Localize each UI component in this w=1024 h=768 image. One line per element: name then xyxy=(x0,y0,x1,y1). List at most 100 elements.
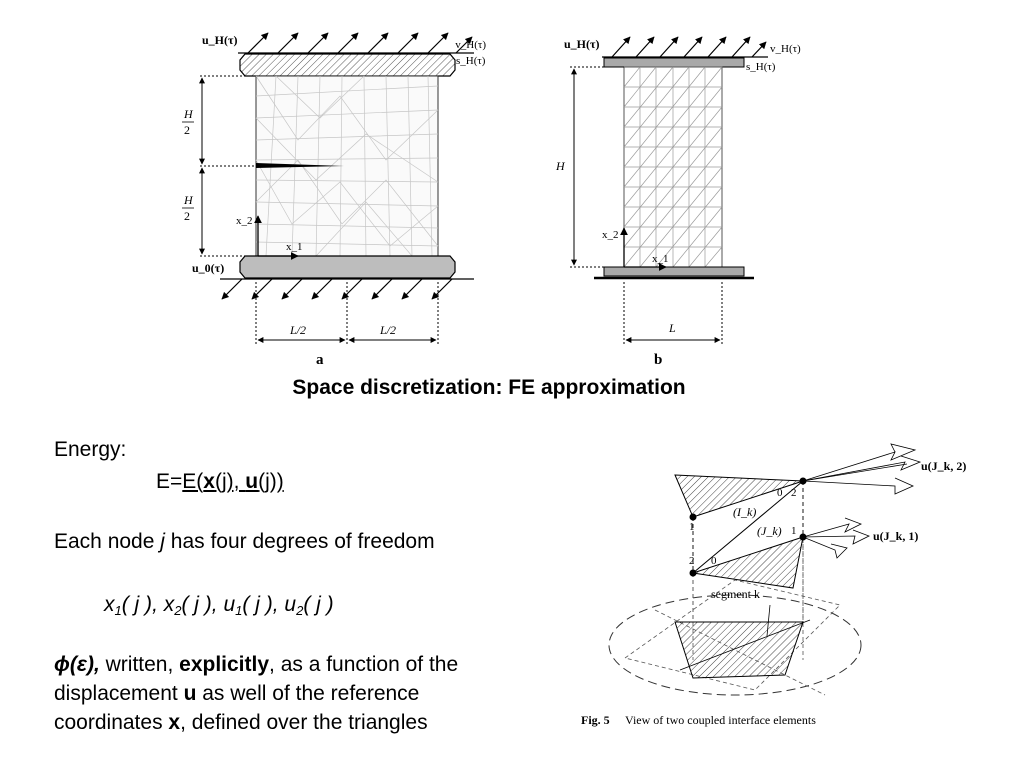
label-Jk: (J_k) xyxy=(757,524,782,538)
coord-u1: u xyxy=(223,593,236,616)
coord-x1: x xyxy=(104,593,115,616)
energy-eq-prefix: E= xyxy=(156,470,183,493)
bottom-plate-b xyxy=(603,266,745,277)
coord-x2-sub: 2 xyxy=(174,603,182,618)
label-uJk1: u(J_k, 1) xyxy=(873,529,918,543)
phi-explicitly: explicitly xyxy=(179,653,270,676)
element-Ik xyxy=(674,474,804,518)
phi-line-1: ϕ(ε), written, explicitly, as a function… xyxy=(54,650,458,679)
displacement-arrows-bottom xyxy=(802,517,870,559)
caption-fig: Fig. 5 xyxy=(581,713,610,727)
length-dimensions xyxy=(255,282,439,346)
phi-written: written, xyxy=(99,653,180,676)
line2-u: u xyxy=(183,682,197,705)
label-half-height-num-2: H xyxy=(183,193,194,207)
coord-sep-2: , xyxy=(211,593,224,616)
coord-x2: x xyxy=(163,593,175,616)
label-x1-a: x_1 xyxy=(286,241,303,253)
phi-rest: , as a function of the xyxy=(269,653,459,676)
label-uH-b: u_H(τ) xyxy=(564,37,600,51)
energy-eq-x: x xyxy=(203,470,215,493)
line3-prefix: coordinates xyxy=(54,711,169,734)
element-Jk xyxy=(692,536,804,589)
energy-equation: E=E(x(j), u(j)) xyxy=(156,467,284,496)
coord-u2: u xyxy=(284,593,297,616)
line2-prefix: displacement xyxy=(54,682,184,705)
bottom-load-arrows xyxy=(220,278,474,300)
label-segment: segment k xyxy=(711,587,760,601)
coord-u1-sub: 1 xyxy=(235,603,243,618)
caption-text: View of two coupled interface elements xyxy=(625,713,816,727)
label-sH-a: s_H(τ) xyxy=(456,55,486,67)
node-label-1a: 1 xyxy=(689,521,695,533)
phi-symbol: ϕ(ε), xyxy=(54,653,100,676)
displacement-arrows-top xyxy=(802,443,922,495)
label-uJk2: u(J_k, 2) xyxy=(921,459,966,473)
node-label-2a: 2 xyxy=(791,487,797,499)
label-Ik: (I_k) xyxy=(733,505,756,519)
figure-b: u_H(τ) v_H(τ) s_H(τ) H x_2 x_1 L b xyxy=(555,36,801,368)
line3-x: x xyxy=(168,711,181,734)
axes-b xyxy=(620,227,667,271)
top-plate-b xyxy=(603,57,745,68)
phi-paragraph: ϕ(ε), written, explicitly, as a function… xyxy=(54,650,458,737)
top-plate xyxy=(239,53,456,77)
axes-a xyxy=(254,215,299,260)
energy-eq-body: E(x(j), u(j)) xyxy=(182,470,284,493)
node-label-0a: 0 xyxy=(777,487,783,499)
label-x2-b: x_2 xyxy=(602,229,619,241)
line3-suffix: , defined over the triangles xyxy=(180,711,428,734)
label-sH-b: s_H(τ) xyxy=(746,61,776,73)
coord-u2-arg: ( j ) xyxy=(303,593,334,616)
coord-sep-3: , xyxy=(272,593,285,616)
coord-x1-sub: 1 xyxy=(114,603,122,618)
coord-x1-arg: ( j ) xyxy=(121,593,153,616)
figure-interface-elements: u(J_k, 2) u(J_k, 1) (I_k) (J_k) segment … xyxy=(581,443,966,727)
crack xyxy=(256,163,344,168)
caption-b: b xyxy=(654,352,662,368)
top-load-arrows-b xyxy=(602,36,768,58)
figure-a: u_H(τ) v_H(τ) s_H(τ) u_0(τ) H 2 H 2 x_2 … xyxy=(182,32,486,368)
dof-j: j xyxy=(160,530,165,553)
node-label-0b: 0 xyxy=(711,555,717,567)
slide-title: Space discretization: FE approximation xyxy=(292,376,686,399)
coord-u2-sub: 2 xyxy=(296,603,304,618)
label-vH-a: v_H(τ) xyxy=(455,39,486,51)
dashed-ellipse xyxy=(608,594,862,696)
energy-eq-mid: (j), xyxy=(214,470,246,493)
label-half-length-2: L/2 xyxy=(379,323,396,337)
energy-label: Energy: xyxy=(54,438,127,461)
label-x2-a: x_2 xyxy=(236,215,253,227)
node-label-1b: 1 xyxy=(791,525,797,537)
structured-mesh-lines xyxy=(623,66,723,268)
height-dimensions xyxy=(199,75,256,257)
label-x1-b: x_1 xyxy=(652,253,669,265)
label-half-height-den-1: 2 xyxy=(184,123,190,137)
coord-sep-1: , xyxy=(152,593,164,616)
dof-suffix: has four degrees of freedom xyxy=(164,530,435,553)
bottom-plate xyxy=(239,255,456,279)
label-half-length-1: L/2 xyxy=(289,323,306,337)
phi-line-2: displacement u as well of the reference xyxy=(54,679,458,708)
label-uH-a: u_H(τ) xyxy=(202,33,238,47)
label-length-b: L xyxy=(668,321,676,335)
label-half-height-den-2: 2 xyxy=(184,209,190,223)
label-height-b: H xyxy=(555,159,566,173)
caption-a: a xyxy=(316,352,324,368)
energy-eq-end: (j)) xyxy=(258,470,284,493)
label-half-height-num-1: H xyxy=(183,107,194,121)
label-vH-b: v_H(τ) xyxy=(770,43,801,55)
line2-suffix: as well of the reference xyxy=(196,682,420,705)
projected-element xyxy=(674,621,804,679)
energy-eq-e: E( xyxy=(182,470,204,493)
coordinates-list: x1( j ), x2( j ), u1( j ), u2( j ) xyxy=(104,590,334,619)
label-u0-a: u_0(τ) xyxy=(192,261,224,275)
dof-prefix: Each node xyxy=(54,530,161,553)
dof-sentence: Each node j has four degrees of freedom xyxy=(54,527,435,556)
node-label-2b: 2 xyxy=(689,555,695,567)
energy-eq-u: u xyxy=(245,470,259,493)
phi-line-3: coordinates x, defined over the triangle… xyxy=(54,708,458,737)
coord-u1-arg: ( j ) xyxy=(242,593,273,616)
top-load-arrows xyxy=(238,32,474,54)
coord-x2-arg: ( j ) xyxy=(181,593,212,616)
